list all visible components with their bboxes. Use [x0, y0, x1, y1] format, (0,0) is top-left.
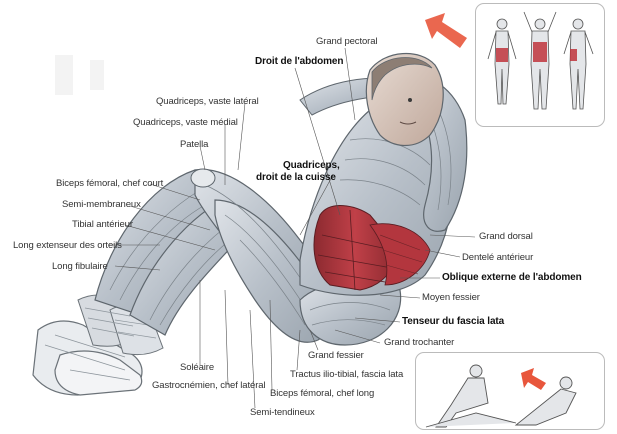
label-grand-fessier: Grand fessier: [308, 350, 364, 361]
inset-figures-illustration: [487, 11, 594, 110]
label-biceps-chef-court: Biceps fémoral, chef court: [56, 178, 164, 189]
label-patella: Patella: [180, 139, 209, 150]
label-tibial-anterieur: Tibial antérieur: [72, 219, 133, 230]
background-texture: [55, 55, 104, 95]
oblique-highlight: [369, 223, 431, 286]
label-semi-membraneux: Semi-membraneux: [62, 199, 141, 210]
inset-highlight-2: [533, 42, 547, 62]
label-tractus-ilio-tibial: Tractus ilio-tibial, fascia lata: [290, 369, 404, 380]
label-quad-vaste-medial: Quadriceps, vaste médial: [133, 117, 238, 128]
label-long-extenseur: Long extenseur des orteils: [13, 240, 122, 251]
inset-partner-exercise: [415, 352, 605, 430]
label-grand-pectoral: Grand pectoral: [316, 36, 378, 47]
label-soleaire: Soléaire: [180, 362, 215, 373]
hip-illustration: [299, 280, 402, 346]
inset-muscle-map: [475, 3, 605, 127]
inset-partner-illustration: [425, 364, 577, 428]
inset-highlight-1: [496, 48, 508, 62]
label-quad-vaste-lateral: Quadriceps, vaste latéral: [156, 96, 259, 107]
label-biceps-chef-long: Biceps fémoral, chef long: [270, 388, 375, 399]
label-droit-abdomen: Droit de l'abdomen: [255, 56, 344, 67]
label-dentele-anterieur: Dentelé antérieur: [462, 252, 534, 263]
torso-illustration: [299, 106, 453, 296]
label-long-fibulaire: Long fibulaire: [52, 261, 108, 272]
label-grand-trochanter: Grand trochanter: [384, 337, 455, 348]
movement-arrow-icon: [425, 13, 467, 48]
label-quad-droit-cuisse-2: droit de la cuisse: [256, 172, 336, 183]
shoes-illustration: [32, 320, 143, 396]
label-gastrocnemien: Gastrocnémien, chef latéral: [152, 380, 266, 391]
label-moyen-fessier: Moyen fessier: [422, 292, 480, 303]
label-oblique-externe: Oblique externe de l'abdomen: [442, 272, 582, 283]
label-semi-tendineux: Semi-tendineux: [250, 407, 315, 418]
inset-highlight-3: [570, 49, 577, 61]
label-grand-dorsal: Grand dorsal: [479, 231, 533, 242]
leader-lines: [108, 47, 476, 409]
label-quad-droit-cuisse-1: Quadriceps,: [283, 160, 340, 171]
head-illustration: [365, 53, 444, 147]
inset-arrow-icon: [521, 368, 546, 390]
label-tenseur-fascia-lata: Tenseur du fascia lata: [402, 316, 505, 327]
